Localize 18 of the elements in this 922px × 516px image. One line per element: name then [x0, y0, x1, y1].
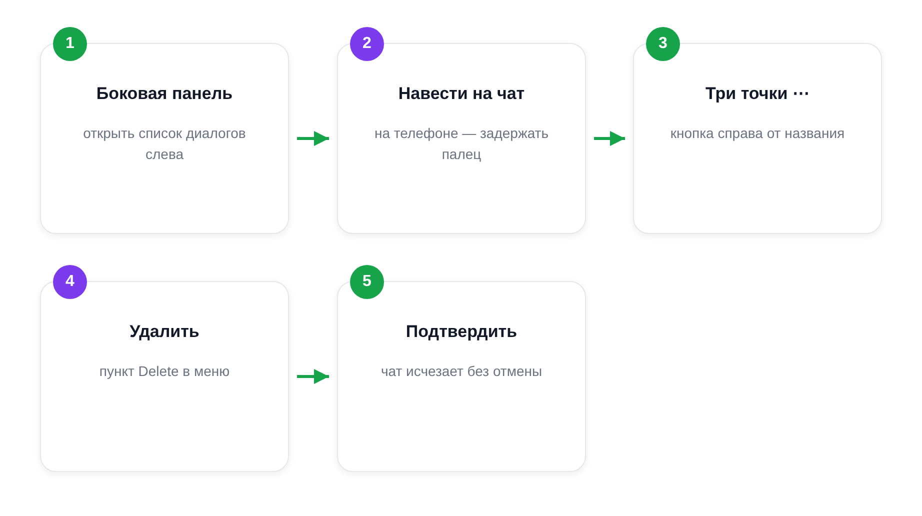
step-title: Боковая панель — [95, 84, 234, 104]
step-description: пункт Delete в меню — [98, 362, 231, 381]
arrow — [297, 131, 329, 146]
step-description: кнопка справа от названия — [669, 124, 846, 143]
step-description: на телефоне — задержать палец — [373, 124, 550, 164]
step-number-badge: 4 — [53, 265, 87, 299]
step-description: чат исчезает без отмены — [380, 362, 544, 381]
step-title: Три точки ⋯ — [704, 84, 810, 104]
step-title: Удалить — [128, 322, 200, 342]
step-number-badge: 3 — [646, 27, 680, 61]
step-title: Навести на чат — [397, 84, 526, 104]
step-number-badge: 2 — [350, 27, 384, 61]
step-title: Подтвердить — [404, 322, 518, 342]
step-description: открыть список диалогов слева — [82, 124, 247, 164]
arrow — [594, 131, 625, 146]
step-number-badge: 5 — [350, 265, 384, 299]
arrow — [297, 369, 329, 384]
step-number-badge: 1 — [53, 27, 87, 61]
